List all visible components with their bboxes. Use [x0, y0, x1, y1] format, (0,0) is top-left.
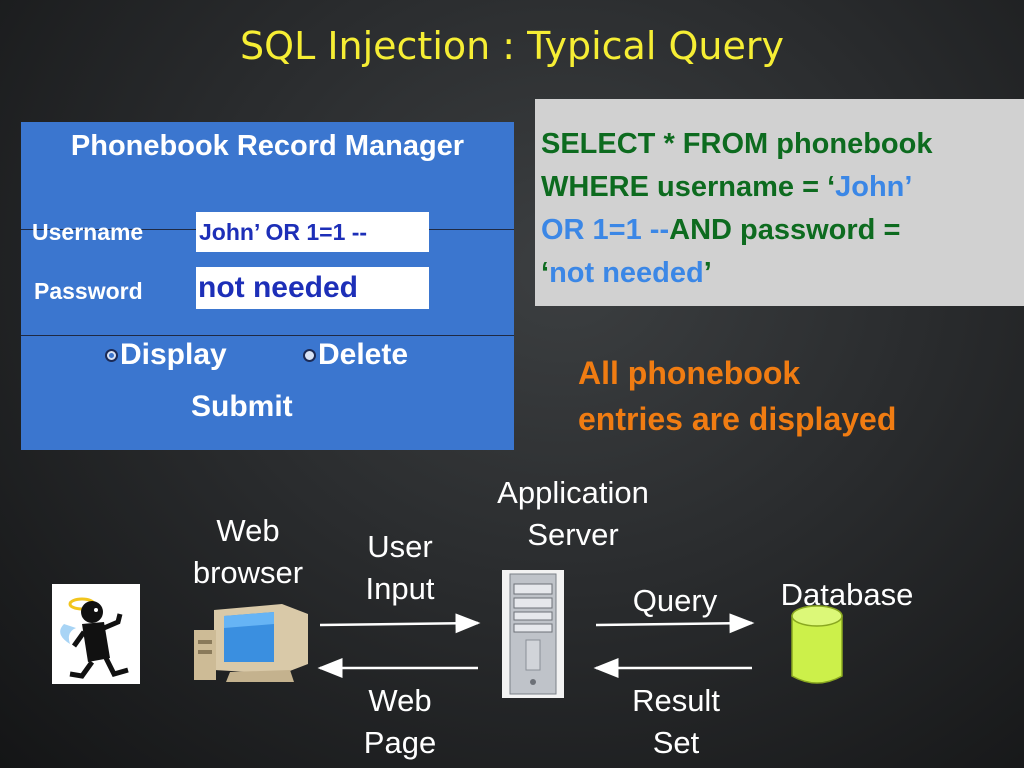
sql-line-2: WHERE username = ‘John’ — [541, 166, 1023, 209]
database-cylinder-icon — [790, 604, 844, 686]
user-input-label: User Input — [340, 526, 460, 610]
label-line: Server — [527, 517, 619, 552]
sql-text: AND password = — [669, 214, 901, 246]
app-server-label: Application Server — [473, 472, 673, 556]
password-field[interactable]: not needed — [196, 267, 429, 309]
arrow-user-input — [319, 613, 481, 634]
result-text: All phonebook entries are displayed — [578, 350, 896, 442]
label-line: Set — [652, 725, 700, 760]
sql-line-1: SELECT * FROM phonebook — [541, 128, 933, 160]
sql-query-text: SELECT * FROM phonebook WHERE username =… — [541, 123, 1023, 295]
computer-monitor-icon — [190, 600, 312, 684]
label-line: Application — [497, 475, 649, 510]
web-browser-label: Web browser — [170, 510, 326, 594]
arrow-query — [595, 613, 755, 634]
username-label: Username — [32, 219, 144, 245]
sql-line-3: OR 1=1 --AND password = — [541, 209, 1023, 252]
result-line: entries are displayed — [578, 401, 897, 437]
label-line: Input — [365, 571, 435, 606]
sql-query-box: SELECT * FROM phonebook WHERE username =… — [535, 99, 1024, 306]
divider — [21, 335, 514, 336]
sql-text: ’ — [703, 257, 712, 289]
injected-text: OR 1=1 -- — [541, 214, 670, 246]
radio-button-icon[interactable] — [303, 348, 316, 362]
phonebook-form: Phonebook Record Manager Username John’ … — [21, 122, 514, 450]
label-line: Page — [363, 725, 437, 760]
injected-text: John’ — [835, 171, 913, 203]
label-line: browser — [192, 555, 304, 590]
sql-line-4: ‘not needed’ — [541, 252, 1023, 295]
server-tower-icon — [502, 570, 564, 698]
label-line: Result — [632, 683, 720, 718]
slide-title: SQL Injection : Typical Query — [240, 24, 784, 68]
sql-text: ‘ — [541, 257, 550, 289]
sql-text: WHERE username = ‘ — [541, 171, 836, 203]
user-clipart-icon — [52, 584, 140, 684]
database-label: Database — [780, 577, 914, 612]
radio-display[interactable]: Display — [105, 338, 227, 372]
submit-button[interactable]: Submit — [191, 390, 293, 423]
result-set-label: Result Set — [606, 680, 746, 764]
query-label: Query — [632, 583, 718, 618]
username-field[interactable]: John’ OR 1=1 -- — [196, 212, 429, 252]
label-line: Web — [216, 513, 280, 548]
password-label: Password — [34, 278, 143, 304]
radio-delete[interactable]: Delete — [303, 338, 408, 372]
web-page-label: Web Page — [340, 680, 460, 764]
result-line: All phonebook — [578, 355, 801, 391]
label-line: User — [367, 529, 433, 564]
radio-delete-label: Delete — [318, 338, 409, 371]
label-line: Web — [368, 683, 432, 718]
injected-text: not needed — [549, 257, 704, 289]
radio-display-label: Display — [120, 338, 227, 371]
radio-button-icon[interactable] — [105, 348, 118, 362]
form-title: Phonebook Record Manager — [70, 130, 465, 162]
